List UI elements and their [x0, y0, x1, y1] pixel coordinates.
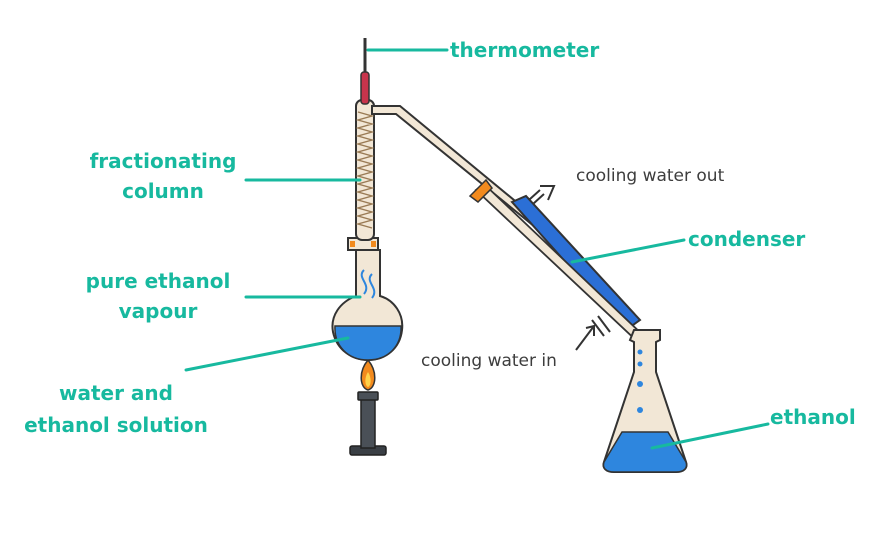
solution-liquid: [334, 325, 402, 361]
drop: [637, 349, 643, 355]
label-cooling-water-in: cooling water in: [421, 351, 557, 371]
leader-lines: [184, 48, 770, 450]
bunsen-burner: [349, 391, 387, 456]
label-thermometer: thermometer: [450, 38, 599, 62]
condenser-jacket: [510, 194, 642, 332]
vapour-wisps: [360, 269, 376, 299]
leader-condenser: [570, 238, 686, 264]
label-condenser: condenser: [688, 227, 805, 251]
drop: [637, 361, 643, 367]
water-in-arrow-icon: [575, 324, 595, 351]
flame-icon: [360, 358, 376, 391]
condenser-joint: [468, 178, 493, 203]
label-fractionating-column-line1: fractionating: [90, 149, 237, 173]
thermometer-icon: [360, 38, 370, 105]
condenser-inner-tube: [474, 182, 648, 346]
conical-flask: [602, 329, 688, 473]
burner-collar: [357, 391, 379, 401]
leader-solution: [184, 336, 350, 372]
drop: [637, 407, 643, 413]
ethanol-liquid: [602, 431, 688, 473]
label-solution-line1: water and: [59, 381, 173, 405]
label-ethanol: ethanol: [770, 405, 856, 429]
drop: [637, 381, 643, 387]
leader-ethanol: [650, 422, 770, 450]
label-vapour-line1: pure ethanol: [86, 269, 231, 293]
water-out-arrow-icon: [540, 185, 556, 201]
label-cooling-water-out: cooling water out: [576, 166, 725, 186]
label-fractionating-column-line2: column: [122, 179, 204, 203]
column-packing: [355, 111, 375, 229]
burner-tube: [360, 397, 376, 449]
round-bottom-flask: [331, 249, 404, 362]
label-solution-line2: ethanol solution: [24, 413, 208, 437]
condenser-unit: [468, 178, 648, 346]
label-vapour-line2: vapour: [119, 299, 198, 323]
